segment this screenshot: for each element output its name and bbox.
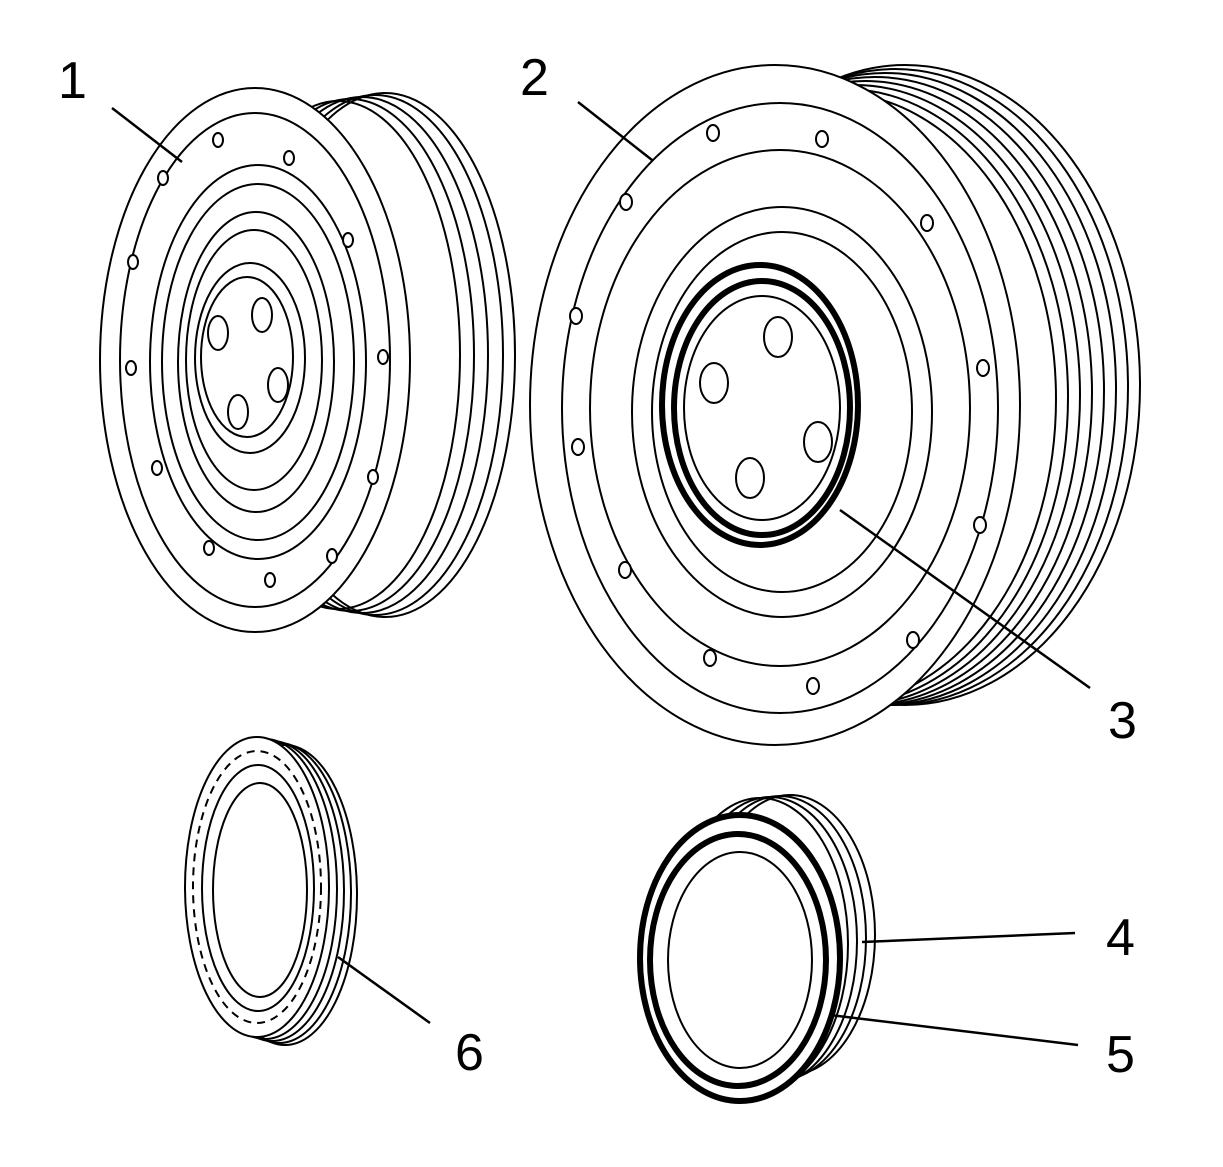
callout-4: 4 — [1106, 909, 1135, 967]
leader-1 — [111, 107, 183, 163]
leader-6 — [337, 955, 431, 1025]
callout-5: 5 — [1106, 1026, 1135, 1084]
seal-6 — [184, 736, 358, 1046]
callout-2: 2 — [520, 49, 549, 107]
callout-1: 1 — [58, 52, 87, 110]
leader-5 — [829, 1013, 1079, 1047]
pulley-1 — [99, 87, 516, 633]
callout-3: 3 — [1108, 692, 1137, 750]
leader-2 — [577, 101, 653, 161]
leader-4 — [861, 931, 1076, 944]
pulley-2 — [529, 64, 1141, 746]
seal-4-5 — [637, 794, 876, 1104]
leader-3 — [839, 508, 1091, 690]
callout-6: 6 — [455, 1024, 484, 1082]
